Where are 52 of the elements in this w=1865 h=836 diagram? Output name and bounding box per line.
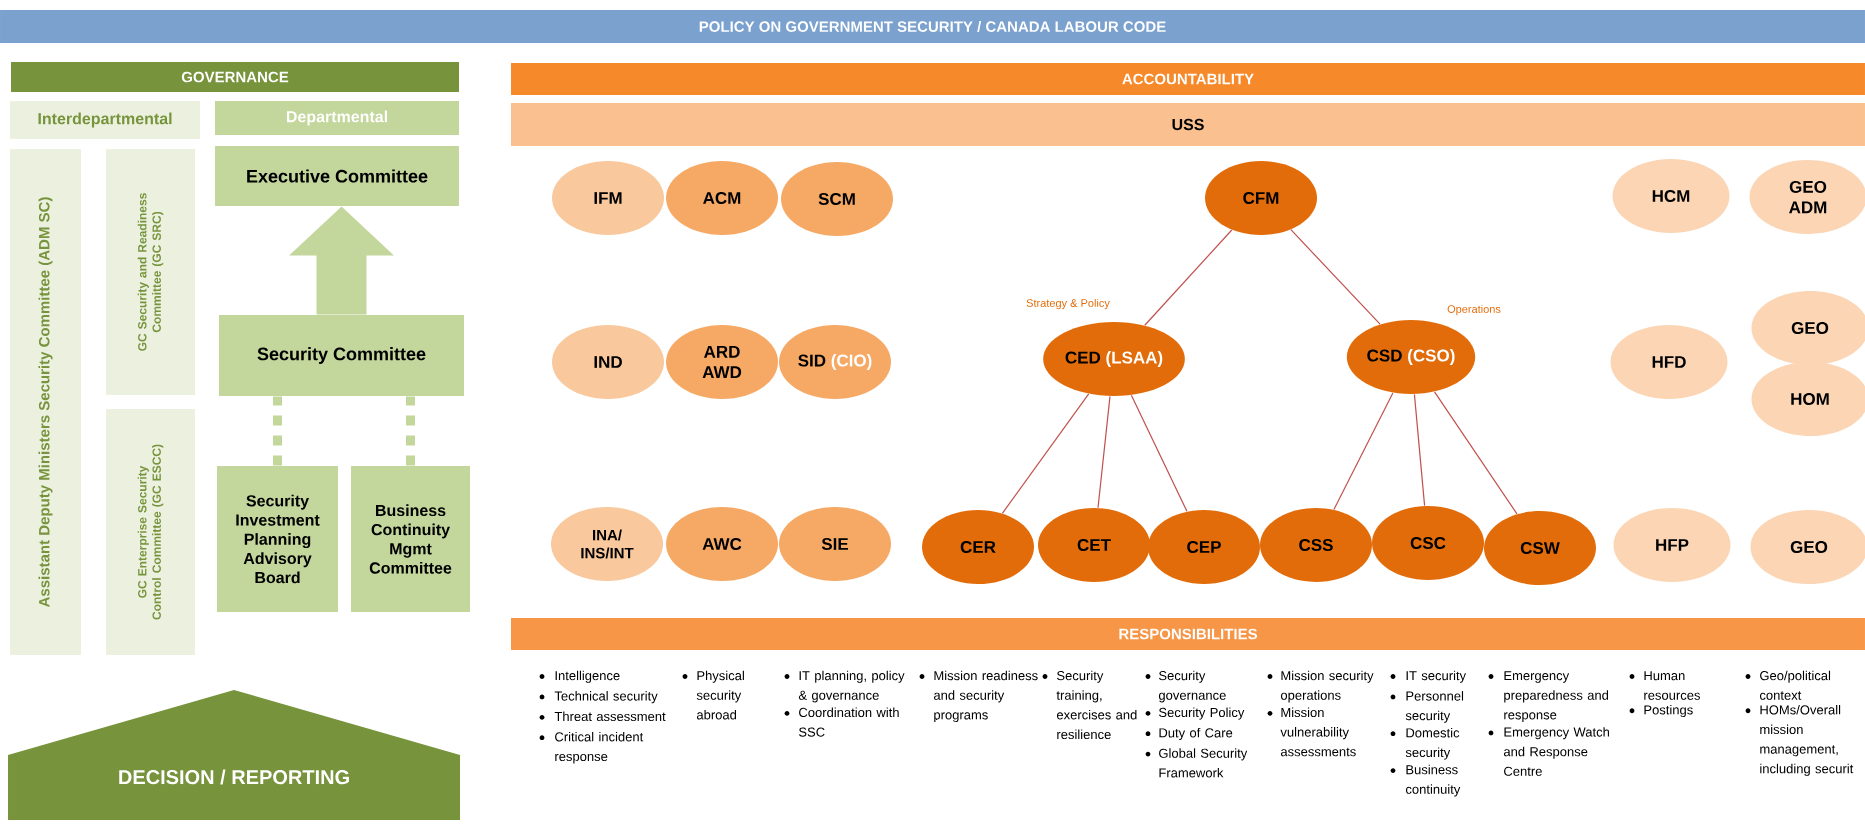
bullet-item: IT security [1390, 670, 1467, 683]
bullet-item: Security Policy [1145, 707, 1245, 720]
column-header: Interdepartmental [10, 101, 200, 139]
committee-box: Security Investment Planning Advisory Board [217, 466, 338, 612]
bullet-item: Human resources [1629, 671, 1700, 700]
committee-box: GC Enterprise Security Control Committee (GC ESCC) [106, 409, 195, 655]
bullet-item: Personnel security [1390, 691, 1464, 723]
committee-box: Security Committee [219, 315, 464, 396]
dotted-connector [406, 396, 415, 466]
bullet-item: Intelligence [539, 670, 620, 683]
bullet-item: Postings [1629, 704, 1693, 718]
bullet-item: Duty of Care [1145, 727, 1233, 741]
connector-line [1144, 229, 1233, 326]
bullet-item: Business continuity [1390, 764, 1461, 797]
committee-box: Assistant Deputy Ministers Security Committee (ADM SC) [10, 149, 81, 655]
bullet-item: Geo/political context [1745, 670, 1831, 700]
bullet-item: Threat assessment [539, 711, 666, 722]
column-header: Departmental [215, 101, 459, 135]
section-header: GOVERNANCE [11, 62, 459, 92]
bullet-item: Emergency preparedness and response [1488, 671, 1609, 722]
connector-line [1333, 392, 1394, 511]
connector-line [1290, 229, 1381, 325]
bullet-item: Mission security operations [1267, 670, 1374, 703]
branch-label: Operations [1447, 304, 1501, 316]
section-header: ACCOUNTABILITY [511, 63, 1865, 95]
bullet-item: Emergency Watch and Response Centre [1488, 727, 1609, 776]
bullet-item: IT planning, policy & governance [784, 670, 905, 703]
committee-box: GC Security and Readiness Committee (GC SRC) [106, 149, 195, 395]
connector-line [1413, 393, 1426, 507]
bullet-item: Mission vulnerability assessments [1267, 707, 1356, 757]
bullet-item: Physical security abroad [682, 670, 744, 720]
bullet-item: Security governance [1145, 670, 1226, 703]
connector-line [1097, 395, 1111, 509]
bullet-item: Coordination with SSC [784, 707, 899, 737]
title-banner: POLICY ON GOVERNMENT SECURITY / CANADA LABOUR CODE [0, 10, 1865, 43]
connector-line [1001, 393, 1090, 514]
committee-box: Business Continuity Mgmt Committee [351, 466, 470, 612]
connector-line [1130, 394, 1188, 512]
dotted-connector [273, 396, 282, 466]
bullet-item: Security training, exercises and resilience [1042, 670, 1137, 740]
bullet-item: HOMs/Overall mission management, including securit [1745, 704, 1854, 776]
bullet-item: Critical incident response [539, 731, 644, 764]
committee-box: Executive Committee [215, 146, 459, 206]
branch-label: Strategy & Policy [1026, 298, 1110, 310]
bullet-item: Global Security Framework [1145, 748, 1248, 778]
section-header: USS [511, 103, 1865, 146]
bullet-item: Technical security [539, 691, 658, 704]
bullet-item: Domestic security [1390, 727, 1460, 760]
bullet-item: Mission readiness and security programs [919, 670, 1038, 722]
connector-line [1433, 391, 1518, 515]
pentagon-banner: DECISION / REPORTING [8, 690, 460, 820]
section-header: RESPONSIBILITIES [511, 618, 1865, 650]
